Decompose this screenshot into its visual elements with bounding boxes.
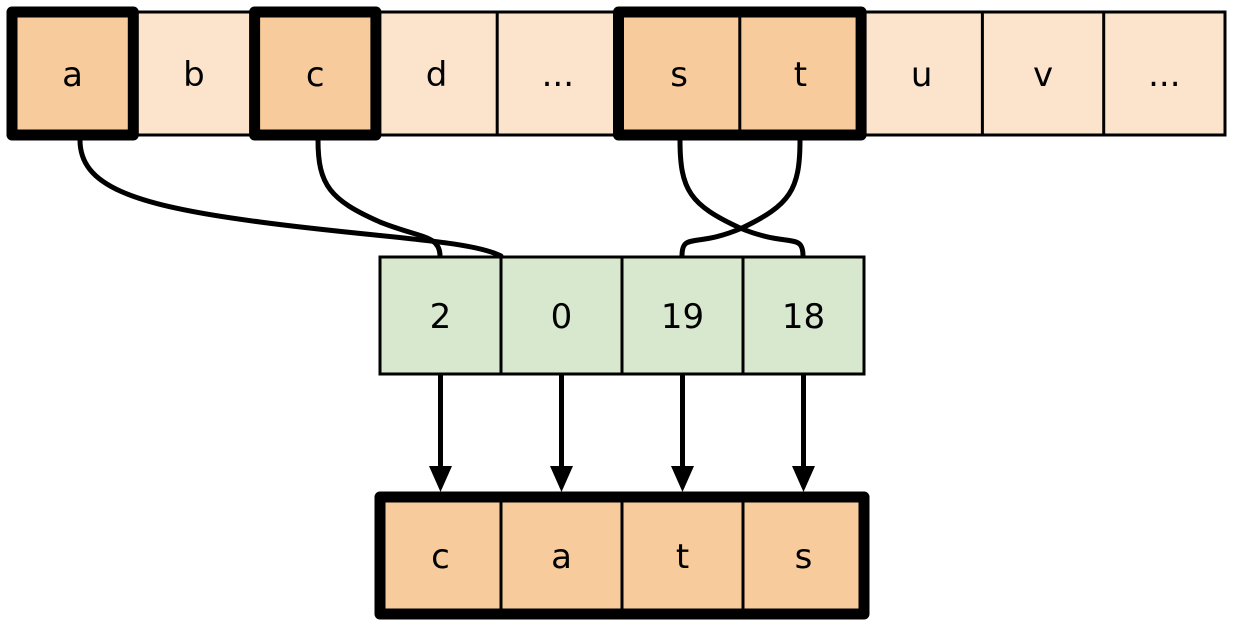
connector-a-to-index-1 xyxy=(77,137,504,259)
alphabet-cell-4-fill[interactable] xyxy=(497,12,619,135)
alphabet-selection-c xyxy=(249,6,382,141)
alphabet-array: a b c d ... s t u v ... xyxy=(6,6,1227,141)
alphabet-selection-a xyxy=(6,6,139,141)
alphabet-cell-5-label: s xyxy=(670,55,688,95)
alphabet-cell-0-fill[interactable] xyxy=(12,12,134,135)
connector-curves xyxy=(77,137,806,259)
arrow-index-0-to-result-0 xyxy=(429,375,452,492)
alphabet-cell-4-label: ... xyxy=(542,55,574,95)
result-cell-1-label: a xyxy=(551,537,572,577)
alphabet-cell-9-fill[interactable] xyxy=(1103,12,1225,135)
alphabet-cell-2-label: c xyxy=(306,55,325,95)
arrowhead-icon xyxy=(792,466,815,492)
result-cell-2-fill[interactable] xyxy=(622,497,743,614)
arrowhead-icon xyxy=(429,466,452,492)
index-cell-3-label: 18 xyxy=(782,297,825,337)
result-cell-0-label: c xyxy=(431,537,450,577)
result-cell-3-label: s xyxy=(795,537,813,577)
index-array: 2 0 19 18 xyxy=(378,255,866,376)
arrowhead-icon xyxy=(671,466,694,492)
alphabet-cell-5-fill[interactable] xyxy=(618,12,740,135)
result-cell-1-fill[interactable] xyxy=(501,497,622,614)
alphabet-cell-7-fill[interactable] xyxy=(861,12,983,135)
alphabet-cell-9-label: ... xyxy=(1148,55,1180,95)
alphabet-cell-1-fill[interactable] xyxy=(133,12,255,135)
index-cell-2-label: 19 xyxy=(661,297,704,337)
arrowhead-icon xyxy=(550,466,573,492)
connector-c-to-index-0 xyxy=(315,137,443,259)
alphabet-cell-7-label: u xyxy=(911,55,933,95)
alphabet-cell-3-label: d xyxy=(426,55,448,95)
result-cell-3-fill[interactable] xyxy=(743,497,864,614)
arrow-index-1-to-result-1 xyxy=(550,375,573,492)
connector-t-to-index-2 xyxy=(679,137,803,259)
result-array: c a t s xyxy=(374,491,870,620)
arrow-index-3-to-result-3 xyxy=(792,375,815,492)
index-cell-0-fill[interactable] xyxy=(380,257,501,374)
alphabet-cell-6-fill[interactable] xyxy=(739,12,862,135)
index-cell-2-fill[interactable] xyxy=(622,257,743,374)
alphabet-cell-2-fill[interactable] xyxy=(254,12,376,135)
alphabet-cell-0-label: a xyxy=(62,55,83,95)
index-cell-1-fill[interactable] xyxy=(501,257,622,374)
result-cell-0-fill[interactable] xyxy=(380,497,501,614)
alphabet-cell-6-label: t xyxy=(794,55,807,95)
alphabet-cell-8-label: v xyxy=(1033,55,1053,95)
alphabet-cell-3-fill[interactable] xyxy=(375,12,498,135)
index-cell-0-label: 2 xyxy=(430,297,452,337)
alphabet-selection-st xyxy=(613,6,867,141)
index-cell-1-label: 0 xyxy=(551,297,573,337)
lookup-arrows xyxy=(429,375,815,492)
alphabet-cell-1-label: b xyxy=(183,55,205,95)
alphabet-cell-8-fill[interactable] xyxy=(982,12,1104,135)
result-cell-2-label: t xyxy=(676,537,689,577)
result-row-outline xyxy=(374,491,870,620)
arrow-index-2-to-result-2 xyxy=(671,375,694,492)
index-cell-3-fill[interactable] xyxy=(743,257,864,374)
